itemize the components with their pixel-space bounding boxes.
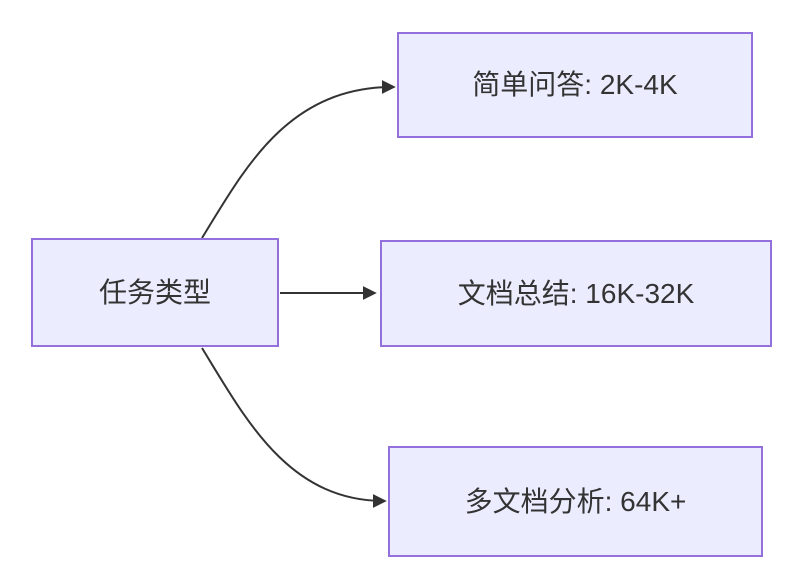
edge-root-to-multi-doc bbox=[201, 347, 387, 508]
node-doc-summary: 文档总结: 16K-32K bbox=[380, 240, 772, 347]
edge-root-to-simple-qa bbox=[201, 80, 396, 239]
node-simple-qa: 简单问答: 2K-4K bbox=[397, 32, 753, 138]
node-doc-summary-label: 文档总结: 16K-32K bbox=[457, 277, 695, 309]
node-simple-qa-label: 简单问答: 2K-4K bbox=[472, 69, 678, 101]
node-task-type-label: 任务类型 bbox=[98, 276, 211, 308]
node-task-type: 任务类型 bbox=[31, 238, 279, 347]
node-multi-doc-analysis: 多文档分析: 64K+ bbox=[388, 446, 763, 557]
node-multi-doc-analysis-label: 多文档分析: 64K+ bbox=[464, 485, 687, 517]
